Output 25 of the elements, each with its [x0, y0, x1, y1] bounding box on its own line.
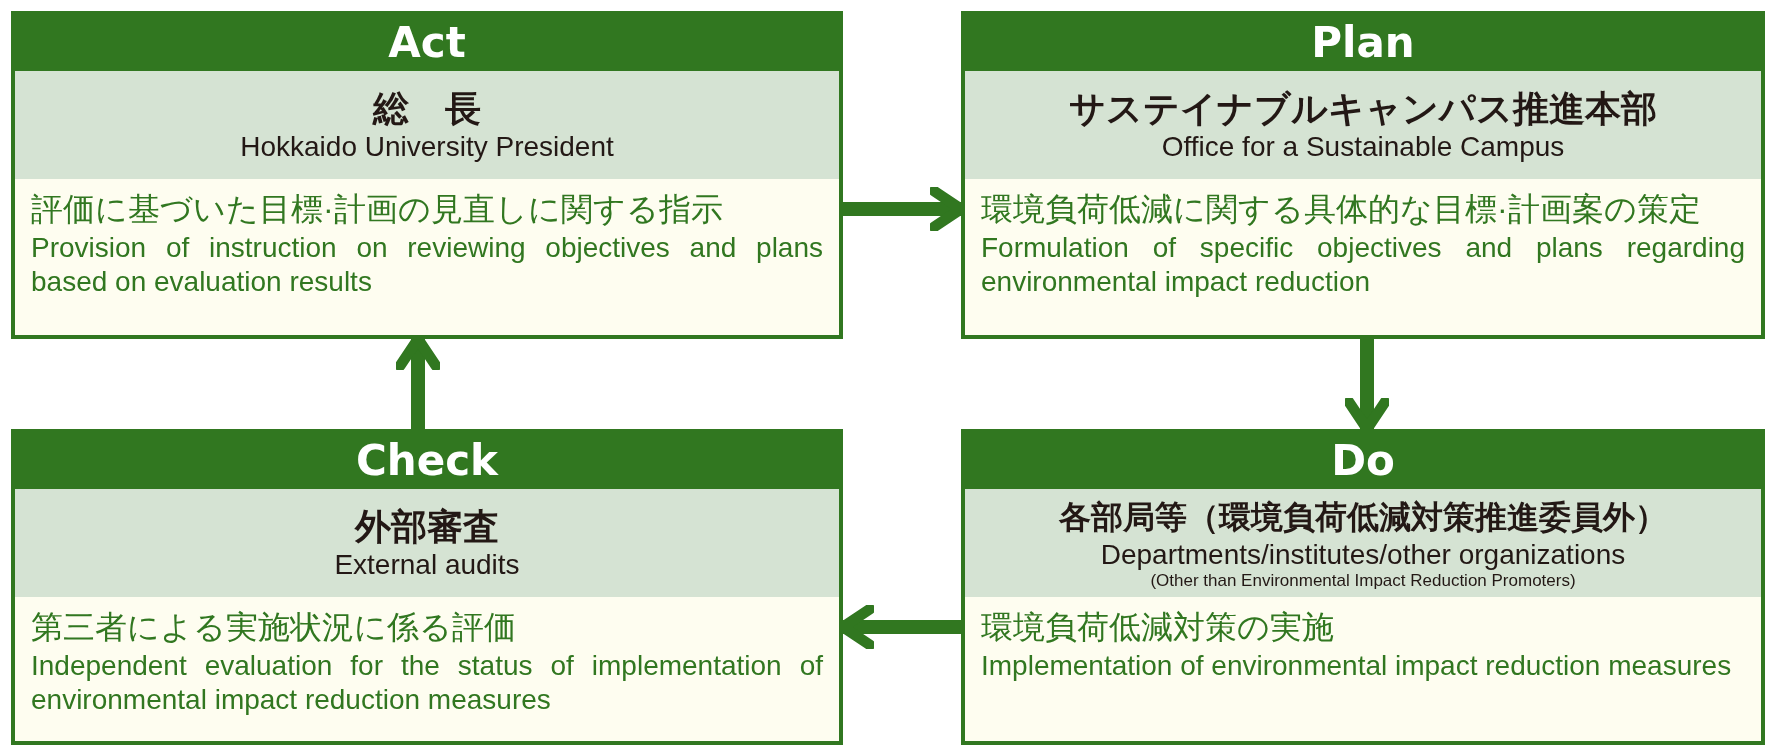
english-title: Office for a Sustainable Campus [1161, 131, 1565, 163]
english-description: Provision of instruction on reviewing objectives and plans based on evaluation results [31, 231, 823, 299]
phase-box [961, 11, 1765, 339]
japanese-title: サステイナブルキャンパス推進本部 [1069, 87, 1657, 131]
english-title: Departments/institutes/other organizations [1100, 539, 1626, 571]
japanese-description: 評価に基づいた目標·計画の見直しに関する指示 [31, 190, 724, 229]
japanese-title: 外部審査 [355, 505, 499, 549]
english-title: (Other than Environmental Impact Reduction Promoters) [1150, 571, 1576, 591]
japanese-description: 環境負荷低減対策の実施 [981, 608, 1335, 647]
japanese-description: 第三者による実施状況に係る評価 [31, 608, 517, 647]
japanese-description: 環境負荷低減に関する具体的な目標·計画案の策定 [981, 190, 1702, 229]
phase-header: Plan [965, 15, 1761, 71]
english-title: External audits [334, 549, 520, 581]
english-description: Formulation of specific objectives and plans regarding environmental impact reduction [981, 231, 1745, 299]
phase-box [961, 429, 1765, 745]
japanese-title: 総 長 [373, 87, 481, 131]
phase-header: Check [15, 433, 839, 489]
phase-header: Act [15, 15, 839, 71]
phase-box [11, 429, 843, 745]
english-description: Implementation of environmental impact reduction measures [981, 649, 1733, 683]
english-description: Independent evaluation for the status of implementation of environmental impact reduction measures [31, 649, 823, 717]
phase-box [11, 11, 843, 339]
japanese-title: 各部局等（環境負荷低減対策推進委員外） [1059, 498, 1667, 537]
english-title: Hokkaido University President [240, 131, 614, 163]
phase-header: Do [965, 433, 1761, 489]
